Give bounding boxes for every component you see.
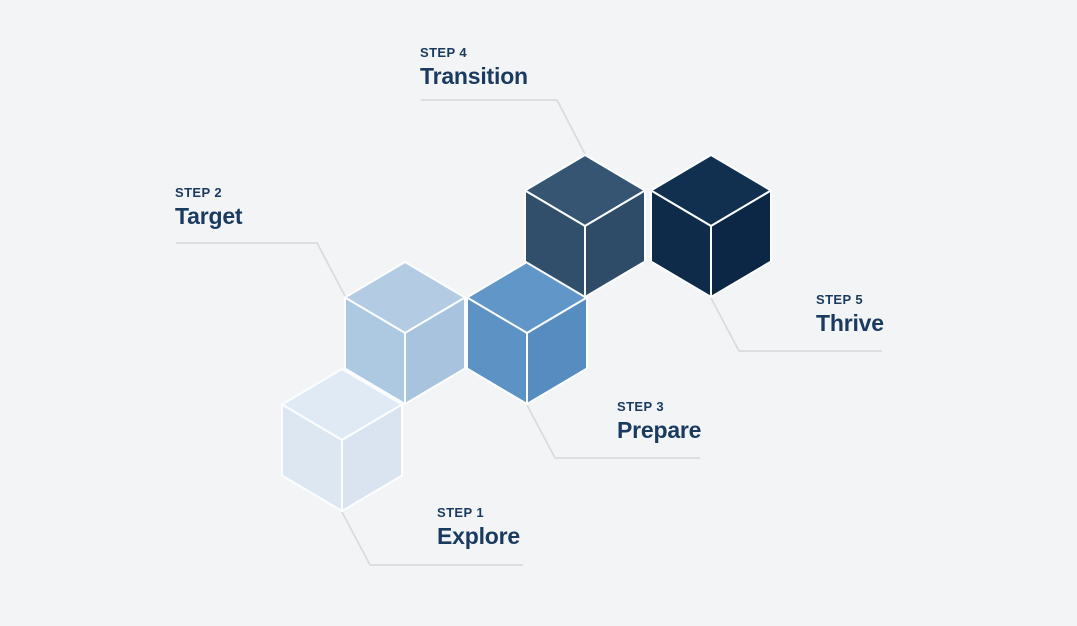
- leader-line-step-1: [341, 511, 523, 566]
- step-title: Target: [175, 203, 243, 229]
- step-4-label-group: STEP 4 Transition: [420, 45, 528, 89]
- cube-step-4-transition: [524, 154, 646, 298]
- leader-line-step-3: [526, 404, 700, 459]
- step-5-label-group: STEP 5 Thrive: [816, 292, 884, 336]
- cube-right-face: [404, 296, 466, 405]
- cube-step-5-thrive: [650, 154, 772, 298]
- step-title: Explore: [437, 523, 520, 549]
- step-number-label: STEP 4: [420, 45, 467, 60]
- leader-line-step-2: [176, 242, 346, 297]
- step-title: Thrive: [816, 310, 884, 336]
- step-title: Prepare: [617, 417, 702, 443]
- step-number-label: STEP 3: [617, 399, 664, 414]
- step-1-label-group: STEP 1 Explore: [437, 505, 520, 549]
- step-number-label: STEP 2: [175, 185, 222, 200]
- step-2-label-group: STEP 2 Target: [175, 185, 243, 229]
- leader-line-step-4: [421, 99, 586, 155]
- step-number-label: STEP 1: [437, 505, 484, 520]
- cube-step-2-target: [344, 261, 466, 405]
- step-title: Transition: [420, 63, 528, 89]
- leader-line-step-5: [710, 297, 882, 352]
- cube-step-3-prepare: [466, 261, 588, 405]
- cube-step-1-explore: [281, 368, 403, 512]
- cube-right-face: [341, 403, 403, 512]
- step-number-label: STEP 5: [816, 292, 863, 307]
- cube-right-face: [526, 296, 588, 405]
- cube-right-face: [710, 189, 772, 298]
- step-3-label-group: STEP 3 Prepare: [617, 399, 701, 443]
- cube-right-face: [584, 189, 646, 298]
